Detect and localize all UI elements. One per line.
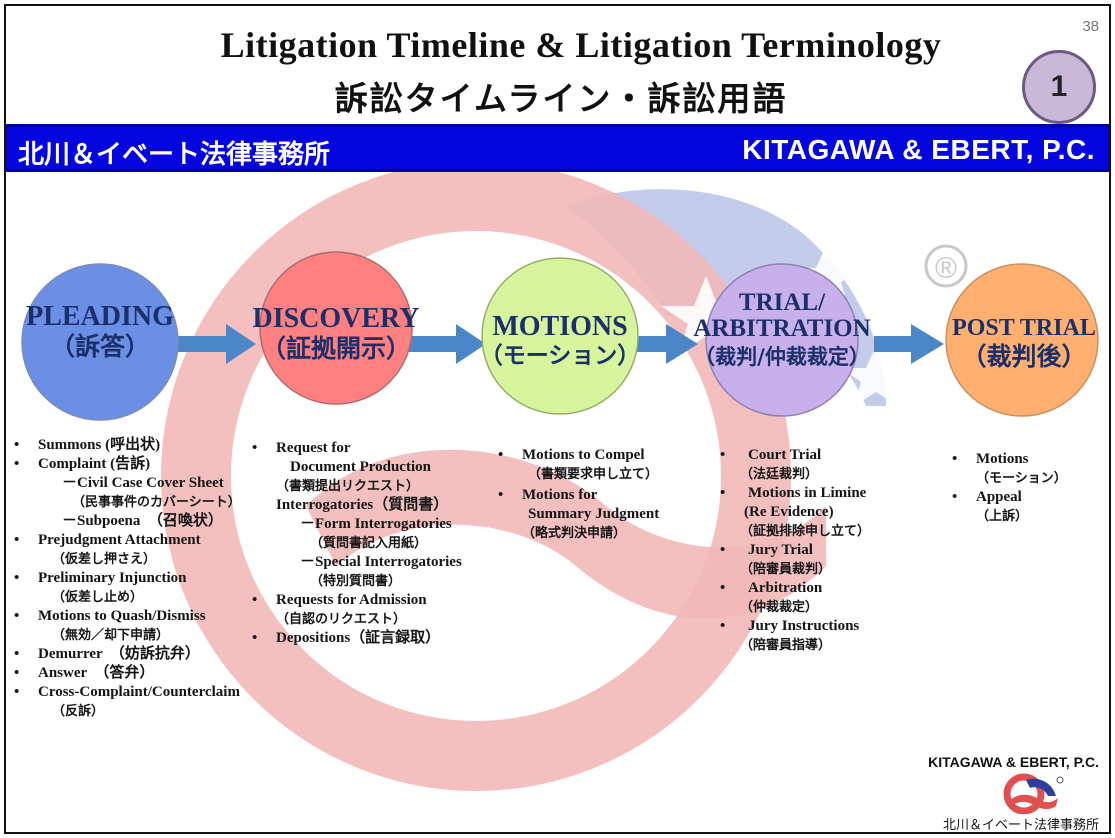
list-item: －Form Interrogatories	[300, 516, 452, 532]
list-item: （略式判決申請）	[522, 526, 627, 541]
list-item: （陪審員裁判）	[740, 562, 832, 577]
list-item: Document Production	[290, 459, 431, 475]
stage-label-motions: MOTIONS （モーション）	[470, 312, 650, 369]
footer-firm-name-ja: 北川＆イベート法律事務所	[942, 818, 1099, 833]
firm-banner: 北川＆イベート法律事務所 KITAGAWA & EBERT, P.C.	[6, 124, 1109, 172]
list-item: Motions in Limine	[718, 484, 918, 503]
discovery-list: Request for Document Production （書類提出リクエ…	[250, 439, 510, 648]
section-badge: 1	[1022, 50, 1096, 124]
registered-mark: ®	[935, 252, 957, 285]
pleading-list: Summons (呼出状) Complaint (告訴) －Civil Case…	[12, 436, 282, 721]
circle-trial	[705, 263, 859, 417]
list-item: Answer （答弁）	[12, 664, 282, 683]
list-item: Motions to Quash/Dismiss	[12, 607, 282, 626]
arrow-1	[176, 324, 256, 364]
watermark-red-ring	[161, 161, 791, 791]
list-item: Jury Instructions	[718, 617, 918, 636]
circle-discovery	[259, 251, 413, 405]
stage-label-post-trial: POST TRIAL （裁判後）	[944, 315, 1104, 372]
list-item: （法廷裁判）	[740, 467, 819, 482]
slide-frame: ® 38 Litigation Timeline & Litigation Te…	[4, 4, 1111, 834]
stage-motions-ja: （モーション）	[479, 343, 641, 370]
list-item: Motions for	[496, 486, 716, 505]
circle-motions	[481, 257, 639, 415]
list-item: Motions	[950, 450, 1100, 469]
list-item: （質問書記入用紙）	[310, 536, 428, 551]
post-trial-list: Motions （モーション） Appeal （上訴）	[950, 450, 1100, 526]
stage-circles	[21, 251, 1099, 421]
list-item: （モーション）	[976, 471, 1067, 486]
stage-post-trial-en: POST TRIAL	[952, 315, 1096, 341]
stage-post-trial-ja: （裁判後）	[961, 342, 1087, 372]
arrow-3	[634, 324, 698, 364]
list-item: （民事事件のカバーシート）	[72, 495, 241, 510]
list-item: （証拠排除申し立て）	[740, 524, 871, 539]
stage-trial-en2: ARBITRATION	[693, 315, 871, 343]
stage-label-trial: TRIAL/ ARBITRATION （裁判/仲裁裁定）	[682, 289, 882, 369]
list-item: Jury Trial	[718, 541, 918, 560]
list-item: （特別質問書）	[310, 574, 402, 589]
watermark-star-1	[661, 276, 751, 356]
footer-firm-name-en: KITAGAWA & EBERT, P.C.	[928, 754, 1099, 770]
list-item: －Civil Case Cover Sheet	[62, 475, 224, 491]
list-item: （陪審員指導）	[740, 638, 832, 653]
banner-firm-name-ja: 北川＆イベート法律事務所	[18, 140, 331, 170]
circle-pleading	[21, 263, 179, 421]
stage-trial-ja: （裁判/仲裁裁定）	[694, 344, 870, 369]
list-item: （無効／却下申請）	[52, 628, 170, 643]
list-item: Interrogatories（質問書）	[276, 497, 449, 513]
stage-label-discovery: DISCOVERY （証拠開示）	[236, 304, 436, 363]
list-item: Requests for Admission	[250, 591, 510, 610]
list-item: Cross-Complaint/Counterclaim	[12, 683, 282, 702]
registered-circle	[924, 244, 968, 288]
list-item: （書類要求申し立て）	[528, 467, 659, 482]
list-item: Summary Judgment	[528, 506, 660, 522]
page-number: 38	[1082, 18, 1099, 35]
list-item: (Re Evidence)	[744, 504, 834, 520]
stage-discovery-ja: （証拠開示）	[260, 334, 411, 364]
arrow-2	[406, 324, 486, 364]
list-item: （仲裁裁定）	[740, 600, 819, 615]
watermark-logo: ®	[21, 161, 1099, 791]
stage-label-pleading: PLEADING （訴答）	[20, 302, 180, 361]
list-item: Appeal	[950, 488, 1100, 507]
list-item: （上訴）	[976, 509, 1029, 524]
watermark-star-3	[841, 346, 911, 406]
trial-list: Court Trial （法廷裁判） Motions in Limine (Re…	[718, 446, 918, 655]
stage-pleading-en: PLEADING	[26, 301, 174, 332]
list-item: （仮差し止め）	[52, 590, 144, 605]
list-item: Summons (呼出状)	[12, 436, 282, 455]
list-item: （仮差し押さえ）	[52, 552, 157, 567]
list-item: Demurrer （妨訴抗弁）	[12, 645, 282, 664]
list-item: Court Trial	[718, 446, 918, 465]
stage-trial-en: TRIAL/	[738, 289, 826, 316]
firm-logo-icon	[1003, 773, 1064, 814]
list-item: （反訴）	[52, 704, 105, 719]
list-item: －Subpoena （召喚状）	[62, 513, 223, 529]
stage-discovery-en: DISCOVERY	[252, 303, 420, 334]
list-item: Preliminary Injunction	[12, 569, 282, 588]
flow-arrows	[176, 324, 944, 364]
banner-firm-name-en: KITAGAWA & EBERT, P.C.	[742, 134, 1095, 165]
title-english: Litigation Timeline & Litigation Termino…	[220, 25, 942, 65]
list-item: Arbitration	[718, 579, 918, 598]
list-item: Complaint (告訴)	[12, 455, 282, 474]
list-item: Motions to Compel	[496, 446, 716, 465]
watermark-red-swirl	[306, 449, 826, 619]
list-item: Depositions（証言録取）	[250, 629, 510, 648]
list-item: Request for	[250, 439, 510, 458]
title-japanese: 訴訟タイムライン・訴訟用語	[334, 79, 788, 118]
stage-pleading-ja: （訴答）	[49, 332, 150, 362]
arrow-4	[874, 324, 944, 364]
list-item: －Special Interrogatories	[300, 554, 462, 570]
list-item: （書類提出リクエスト）	[276, 479, 420, 494]
circle-post-trial	[945, 263, 1099, 417]
list-item: （自認のリクエスト）	[276, 612, 407, 627]
motions-list: Motions to Compel （書類要求申し立て） Motions for…	[496, 446, 716, 543]
list-item: Prejudgment Attachment	[12, 531, 282, 550]
stage-motions-en: MOTIONS	[492, 311, 628, 342]
